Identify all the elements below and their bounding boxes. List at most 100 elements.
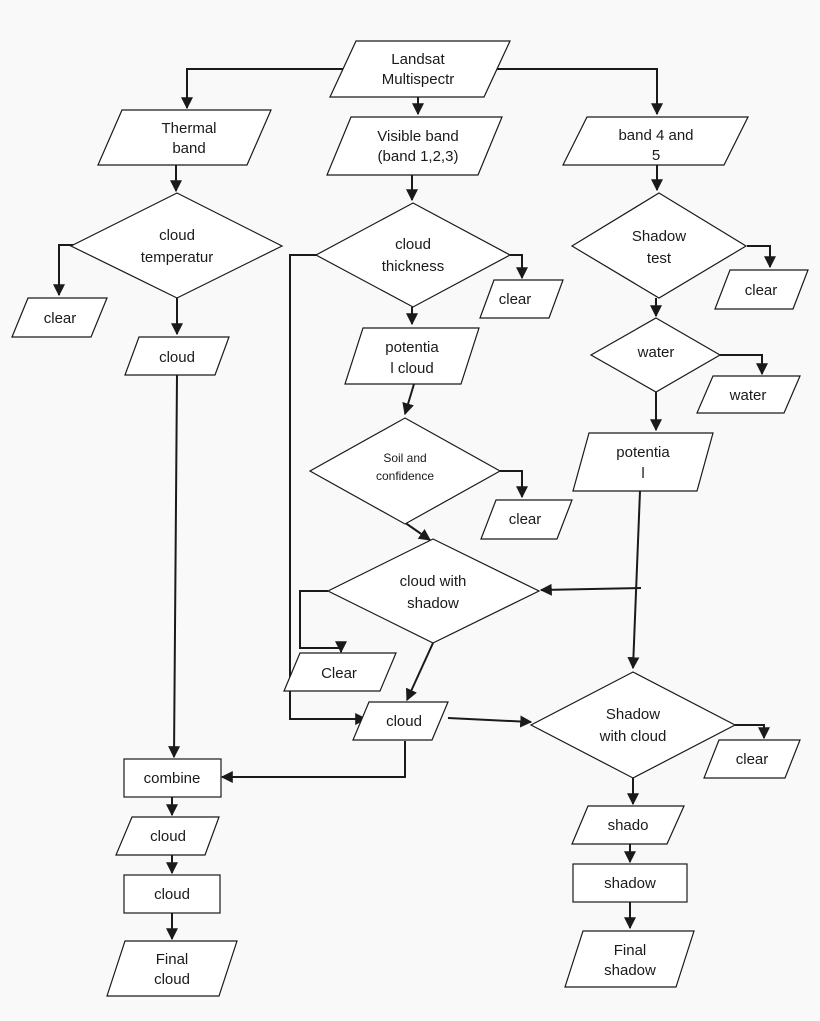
node-cloud-c2: cloud [123,874,221,914]
node-final-cloud: Final cloud [106,940,238,997]
svg-text:clear: clear [44,310,77,327]
node-shadow-test-line-1: Shadow [632,228,686,245]
node-clear-left: clear [11,297,108,338]
svg-text:clear: clear [499,291,532,308]
edge-cloudleft-combine [168,374,181,759]
node-water-test-line-1: water [637,344,675,361]
node-shado-text: shado [608,817,649,834]
node-cloud-c1: cloud [115,816,220,856]
node-cloud-with-shadow-decision: cloud with shadow [326,538,541,644]
node-clear-soil: clear [480,499,573,540]
svg-text:clear: clear [509,511,542,528]
edge-cloudthick-clear [510,254,528,280]
node-clear-shadow-with-cloud: clear [703,739,801,779]
node-water-out: water [696,375,801,414]
node-final-cloud-line-2: cloud [154,971,190,988]
node-visible-line-2: (band 1,2,3) [378,148,459,165]
node-band45-line-2: 5 [652,147,660,164]
node-cloud-mid-text: cloud [386,713,422,730]
svg-text:combine: combine [144,770,201,787]
node-cloud-with-shadow-line-2: shadow [407,595,459,612]
svg-text:cloud: cloud [150,828,186,845]
node-combine: combine [123,758,222,798]
node-shadow-with-cloud-line-2: with cloud [599,728,667,745]
edge-cloudthick-cloudmid [289,254,368,725]
node-clear-cws-text: Clear [321,665,357,682]
edge-cws-clear [299,590,347,654]
node-cloud-left-text: cloud [159,349,195,366]
edge-cloudmid-swc [447,715,533,728]
node-cloud-thick-line-1: cloud [395,236,431,253]
node-cloud-temperature-decision: cloud temperatur [69,192,284,299]
svg-text:Clear: Clear [321,665,357,682]
node-thermal-line-1: Thermal [161,120,216,137]
node-clear-thickness: clear [479,279,564,319]
node-water-out-text: water [729,387,767,404]
node-cloud-thickness-decision: cloud thickness [314,202,512,308]
node-visible-line-1: Visible band [377,128,458,145]
node-cloud-temp-line-1: cloud [159,227,195,244]
node-cloud-temp-line-2: temperatur [141,249,214,266]
node-combine-text: combine [144,770,201,787]
node-cloud-mid: cloud [352,701,449,741]
node-cloud-c2-text: cloud [154,886,190,903]
node-potential-cloud-line-1: potentia [385,339,439,356]
node-shadow-test-line-2: test [647,250,672,267]
node-thermal: Thermal band [97,109,272,166]
svg-text:clear: clear [736,751,769,768]
node-soil-test-line-1: Soil and [383,451,426,465]
node-final-cloud-line-1: Final [156,951,189,968]
node-cloud-thick-line-2: thickness [382,258,445,275]
node-cloud-with-shadow-line-1: cloud with [400,573,467,590]
edge-cloudmid-combine [220,741,406,783]
svg-text:cloud: cloud [159,349,195,366]
edge-soil-clear [500,470,528,499]
edge-potentialshadow-swc [627,490,641,670]
node-thermal-line-2: band [172,140,205,157]
node-clear-shadow-test: clear [714,269,809,310]
node-potential-cloud: potentia l cloud [344,327,480,385]
svg-text:shado: shado [608,817,649,834]
node-potential-shadow-line-1: potentia [616,444,670,461]
svg-text:water: water [729,387,767,404]
edge-potentialcloud-soil [402,383,415,416]
svg-text:water: water [637,344,675,361]
node-potential-shadow: potentia l [572,432,714,492]
node-final-shadow-line-1: Final [614,942,647,959]
svg-text:cloud: cloud [154,886,190,903]
node-clear-left-text: clear [44,310,77,327]
node-cloud-c1-text: cloud [150,828,186,845]
edge-cloudtemp-clear [53,244,75,297]
edge-soil-cws [403,521,431,541]
node-clear-soil-text: clear [509,511,542,528]
node-potential-shadow-line-2: l [641,465,644,482]
node-potential-cloud-line-2: l cloud [390,360,433,377]
edge-landsat-thermal [181,68,355,110]
node-water-test-decision: water [589,317,722,393]
node-shadow-box-text: shadow [604,875,656,892]
node-cloud-left: cloud [124,336,230,376]
svg-text:Visible band(band 1,2,3): Visible band (band 1,2,3) [377,128,458,165]
edge-shadowtest-clear [747,245,776,269]
node-visible: Visible band (band 1,2,3) [326,116,503,176]
node-shadow-box: shadow [572,863,688,903]
node-clear-cloud-with-shadow: Clear [283,652,397,692]
svg-text:clear: clear [745,282,778,299]
svg-text:shadow: shadow [604,875,656,892]
